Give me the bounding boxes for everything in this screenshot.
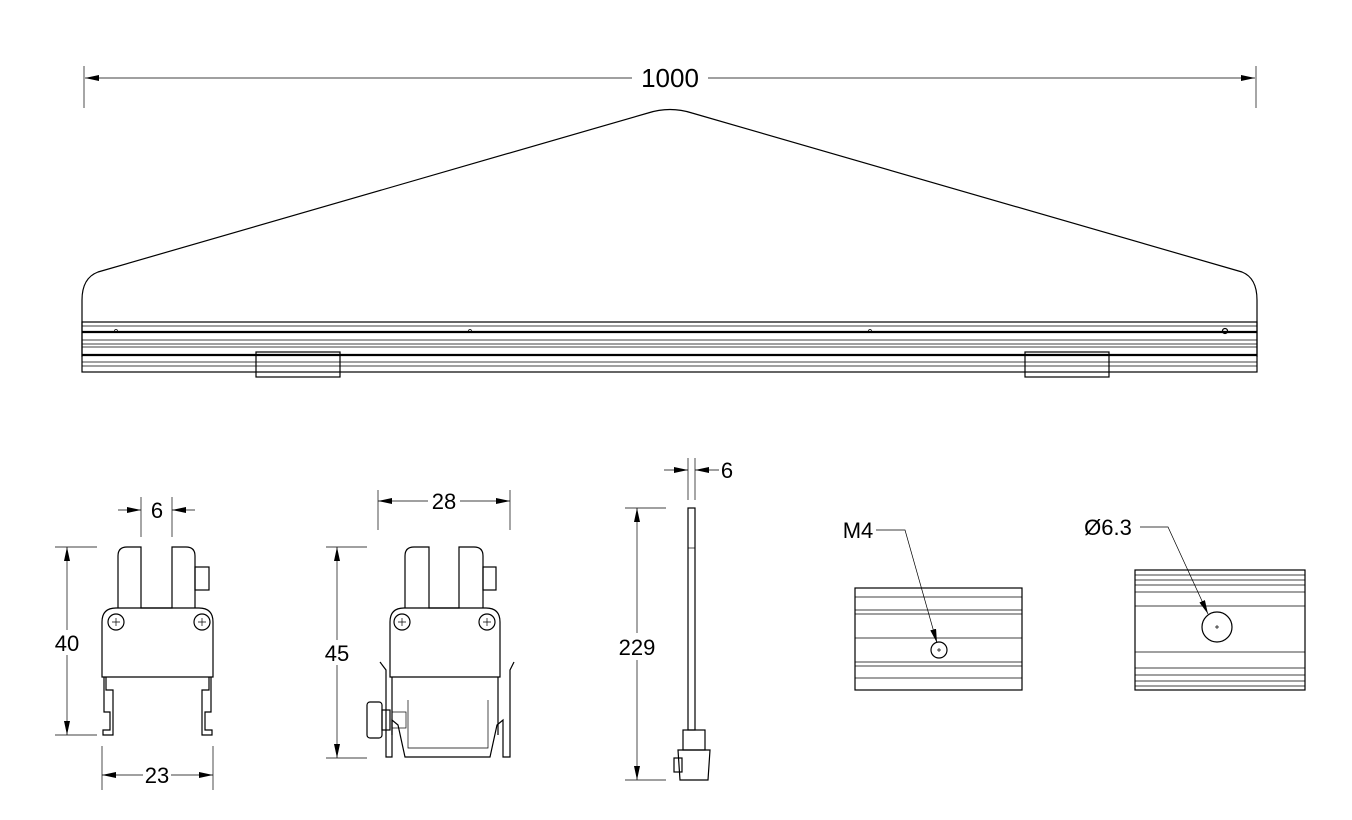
dimension-1000: 1000 bbox=[83, 63, 1257, 108]
clamp-view: 28 45 bbox=[325, 489, 515, 759]
rivet-icon bbox=[868, 329, 872, 333]
thread-label: M4 bbox=[843, 518, 874, 543]
dimension-label-side-height: 229 bbox=[619, 635, 656, 660]
screw-icon bbox=[107, 613, 125, 631]
dimension-label-clamp-height: 45 bbox=[325, 641, 349, 666]
screw-icon bbox=[193, 613, 211, 631]
front-clip-view: 6 40 23 bbox=[55, 497, 214, 790]
dimension-label-height: 40 bbox=[55, 631, 79, 656]
threaded-insert-view: M4 bbox=[843, 518, 1023, 691]
screw-icon bbox=[478, 613, 496, 631]
hole-diameter-label: Ø6.3 bbox=[1084, 515, 1132, 540]
dimension-label-length: 1000 bbox=[641, 63, 699, 93]
roof-profile bbox=[81, 108, 1258, 378]
dimension-label-thickness: 6 bbox=[721, 458, 733, 483]
hole-view: Ø6.3 bbox=[1084, 515, 1306, 691]
thread-hole-icon bbox=[930, 641, 948, 659]
screw-icon bbox=[393, 613, 411, 631]
clip-right bbox=[1024, 351, 1110, 378]
side-view: 6 229 bbox=[619, 458, 733, 781]
through-hole-icon bbox=[1201, 611, 1233, 643]
hole-icon bbox=[1221, 327, 1229, 335]
clip-left bbox=[255, 351, 341, 378]
dimension-label-clamp-width: 28 bbox=[432, 489, 456, 514]
dimension-label-width: 23 bbox=[145, 763, 169, 788]
nut-icon bbox=[366, 701, 383, 739]
rivet-icon bbox=[114, 329, 118, 333]
rivet-icon bbox=[468, 329, 472, 333]
dimension-label-slot: 6 bbox=[151, 498, 163, 523]
